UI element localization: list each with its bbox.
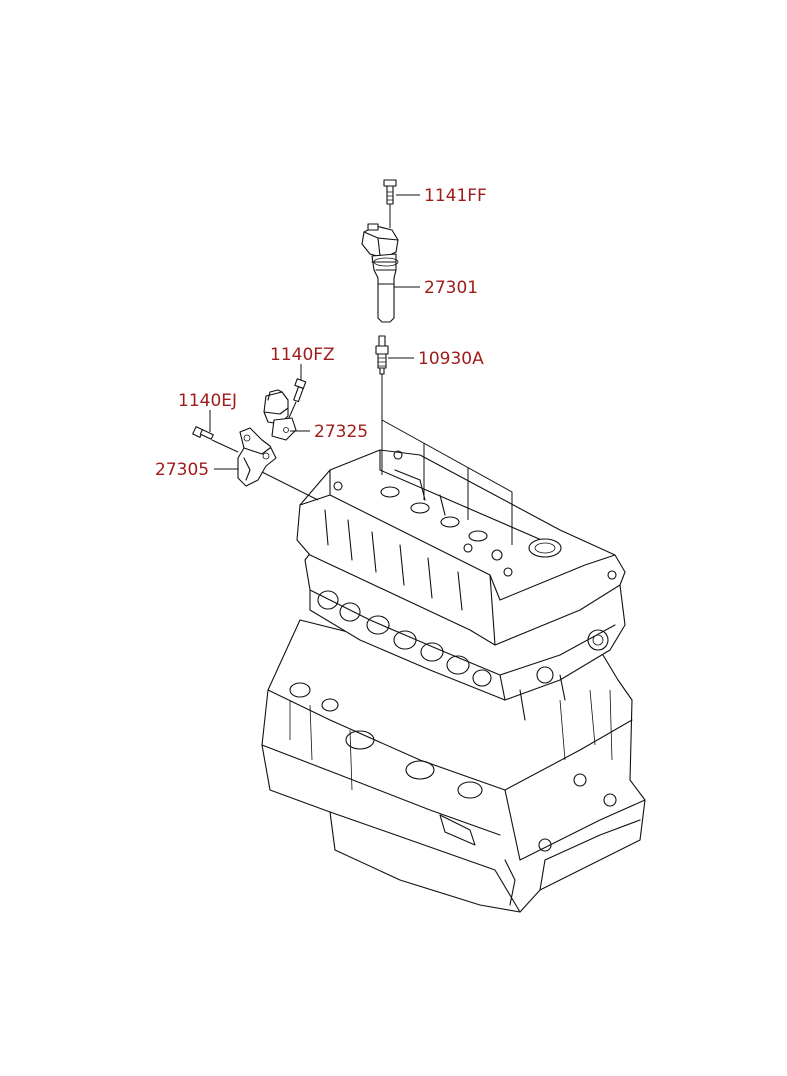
label-1141ff: 1141FF: [424, 186, 487, 206]
oil-filler-cap: [528, 538, 562, 558]
coil-wells: [380, 486, 488, 542]
sensor-assembly: [192, 378, 319, 501]
plug-leader-lines: [381, 374, 513, 545]
label-27305: 27305: [155, 460, 209, 480]
label-27325: 27325: [314, 422, 368, 442]
sensor-bolt: [293, 378, 307, 403]
part-callouts: 1141FF 27301 10930A 1140FZ 1140EJ 27325 …: [155, 186, 487, 480]
label-1140ej: 1140EJ: [178, 391, 237, 411]
label-10930a: 10930A: [418, 349, 484, 369]
spark-plug: [375, 335, 389, 375]
coil-bolt: [383, 179, 397, 205]
bracket-bolt: [192, 426, 214, 440]
engine-assembly: [261, 449, 646, 913]
label-27301: 27301: [424, 278, 478, 298]
ignition-coil: [361, 179, 399, 323]
label-1140fz: 1140FZ: [270, 345, 335, 365]
